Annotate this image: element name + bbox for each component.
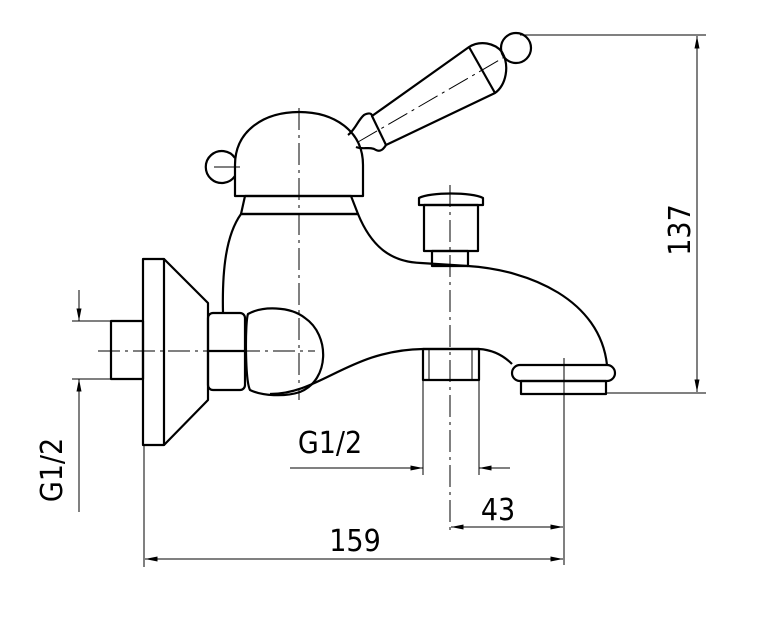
dimension-height: 137 (520, 34, 706, 394)
shower-outlet (421, 347, 481, 382)
dimension-projection: 159 (143, 445, 563, 567)
inlet-pipe (109, 319, 145, 381)
hex-nut (206, 311, 247, 392)
centerlines (98, 54, 509, 530)
lever-handle (347, 31, 533, 152)
diverter-button (417, 192, 485, 268)
dimension-outlet-thread: G1/2 (290, 380, 510, 475)
dimension-projection-label: 159 (329, 524, 381, 559)
knob-icon (204, 149, 240, 185)
dimension-spout-offset: 43 (451, 358, 565, 565)
dimension-inlet-thread-label: G1/2 (35, 438, 70, 502)
wall-flange (141, 257, 210, 447)
dimension-height-label: 137 (663, 204, 698, 256)
dimension-inlet-thread: G1/2 (35, 290, 111, 512)
dimension-outlet-thread-label: G1/2 (298, 426, 362, 461)
dimension-spout-offset-label: 43 (481, 493, 515, 528)
